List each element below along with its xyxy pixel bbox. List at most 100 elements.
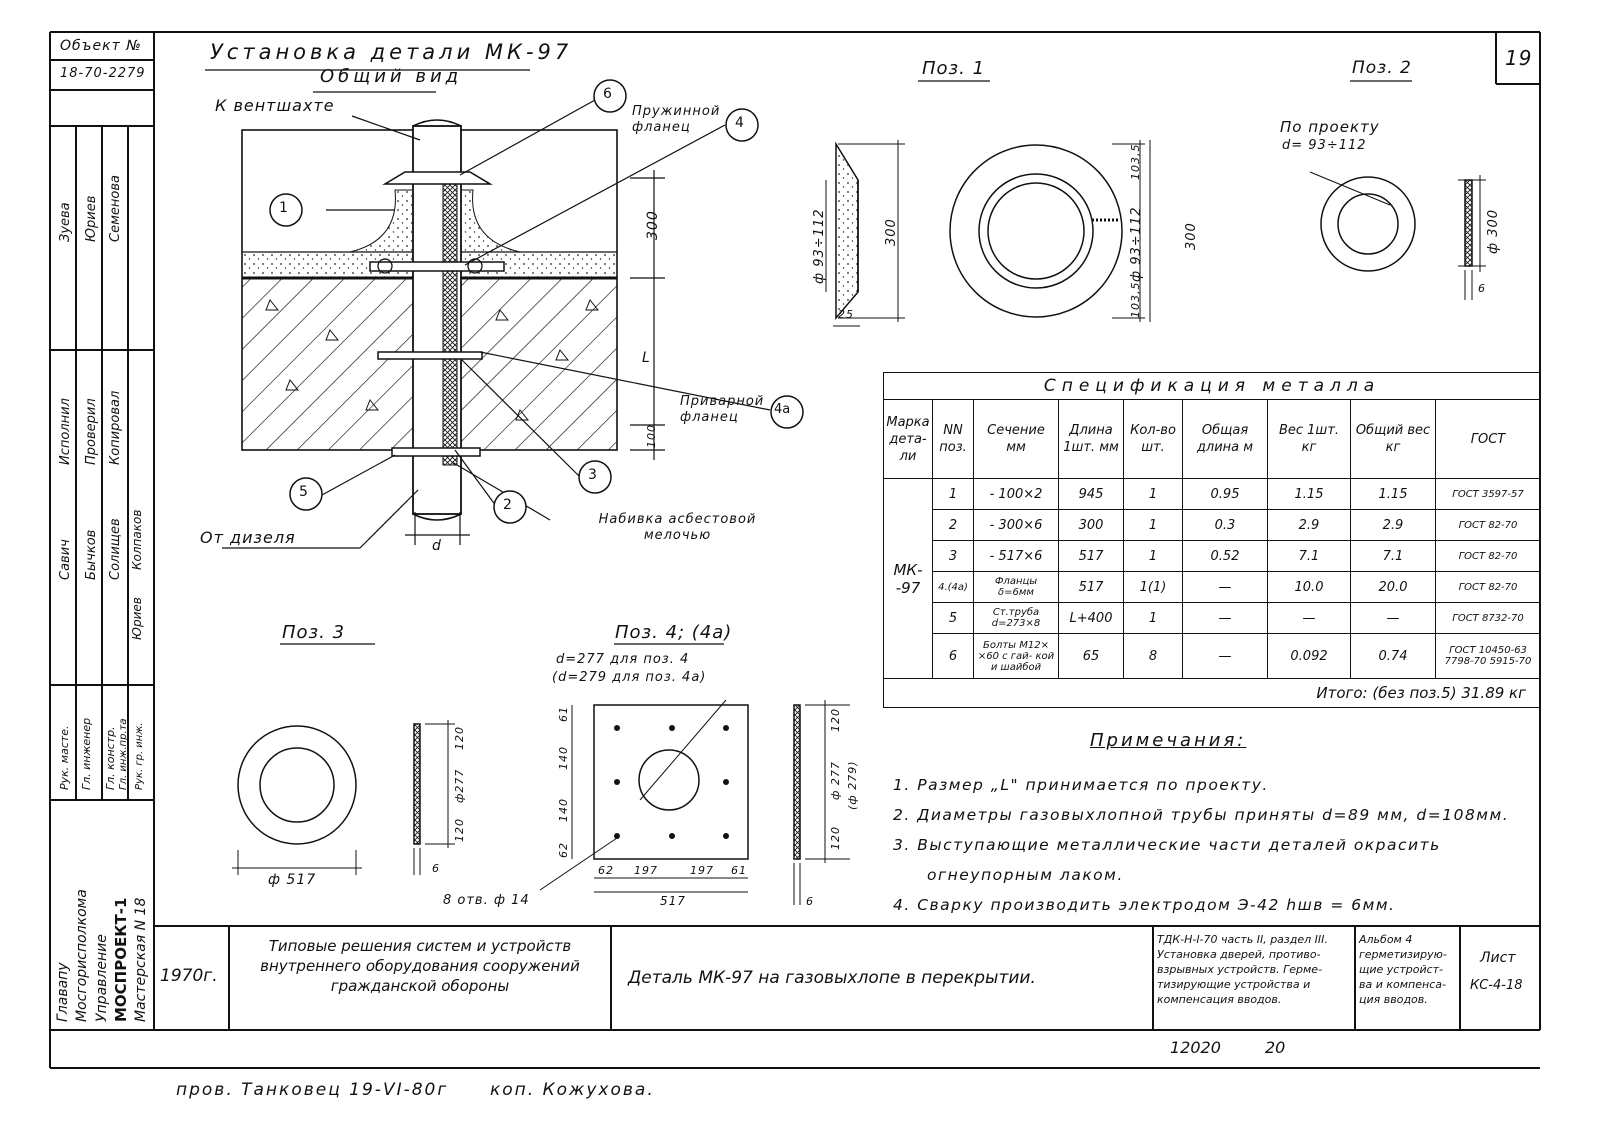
- stamp-name-yuriev-2: Юриев: [130, 597, 144, 640]
- spec-cell: 3: [932, 540, 974, 572]
- table-row: 3 - 517×6 517 1 0.52 7.1 7.1 ГОСТ 82-70: [884, 540, 1541, 572]
- specification-table: Спецификация металла Марка дета- ли NN п…: [883, 372, 1541, 708]
- spec-cell: - 300×6: [973, 509, 1059, 541]
- spec-total: Итого: (без поз.5) 31.89 кг: [883, 678, 1541, 708]
- drawing-subtitle: Общий вид: [320, 66, 463, 87]
- note-2: 2. Диаметры газовыхлопной трубы приняты …: [893, 806, 1510, 824]
- object-label: Объект №: [60, 38, 142, 54]
- pos2-note2: d= 93÷112: [1282, 138, 1367, 153]
- note-3: 3. Выступающие металлические части детал…: [893, 836, 1441, 854]
- stamp-name-solishchev: Солищев: [108, 518, 123, 580]
- spec-cell: 6: [932, 633, 974, 679]
- pos4-dim-left-140b: 140: [557, 798, 570, 822]
- pos4-dim-120-bottom: 120: [829, 826, 842, 850]
- stamp-name-zueva: Зуева: [58, 202, 73, 242]
- pos1-dim-d-range: ф 93÷112: [812, 208, 827, 285]
- spec-cell: ГОСТ 82-70: [1435, 540, 1541, 572]
- spec-cell: 1: [1123, 509, 1183, 541]
- pos4-dim-277: ф 277: [829, 761, 842, 800]
- sheet-number: 19: [1505, 46, 1533, 70]
- pos1-dim-103-5-top: 103,5: [1129, 143, 1142, 181]
- spec-cell: 1: [932, 478, 974, 510]
- tb-album: Альбом 4 герметизирую- щие устройст- ва …: [1359, 933, 1447, 1006]
- footer-copied: коп. Кожухова.: [490, 1080, 655, 1100]
- pos2-dim-6: 6: [1478, 282, 1486, 295]
- spec-cell: L+400: [1058, 602, 1124, 634]
- spec-cell: 1: [1123, 478, 1183, 510]
- spec-cell: 8: [1123, 633, 1183, 679]
- spec-cell: - 517×6: [973, 540, 1059, 572]
- spec-cell: Болты М12× ×60 с гай- кой и шайбой: [973, 633, 1059, 679]
- pos4-title: Поз. 4; (4а): [615, 622, 733, 643]
- pos4-note1: d=277 для поз. 4: [556, 652, 690, 667]
- pos1-title: Поз. 1: [922, 58, 986, 79]
- spec-cell: 1: [1123, 540, 1183, 572]
- note-3-cont: огнеупорным лаком.: [927, 866, 1124, 884]
- spec-cell: 1.15: [1350, 478, 1436, 510]
- spec-cell: 7.1: [1350, 540, 1436, 572]
- label-welded-flange: Приварной фланец: [680, 394, 765, 425]
- general-view-drawing: [222, 79, 804, 549]
- pos1-drawing: [825, 140, 1151, 327]
- stamp-role-4: Гл. инж.пр.та: [118, 718, 129, 790]
- pos4-dim-120-top: 120: [829, 708, 842, 732]
- pos4-holes: 8 отв. ф 14: [443, 893, 530, 908]
- pos4-dim-left-62: 62: [557, 842, 570, 858]
- frame: [49, 31, 1541, 1069]
- spec-header-section: Сечение мм: [973, 399, 1059, 479]
- stamp-name-yuriev: Юриев: [84, 195, 99, 242]
- spec-cell: 7.1: [1267, 540, 1351, 572]
- spec-cell: 2.9: [1267, 509, 1351, 541]
- pos1-dim-300: 300: [884, 218, 899, 246]
- spec-cell: 0.74: [1350, 633, 1436, 679]
- pos2-drawing: [1309, 171, 1486, 300]
- label-from-diesel: От дизеля: [200, 528, 296, 547]
- spec-cell: Фланцы δ=6мм: [973, 571, 1059, 603]
- spec-cell: 4.(4а): [932, 571, 974, 603]
- stamp-name-kolpakov: Колпаков: [130, 509, 144, 570]
- label-ventshaft: К вентшахте: [215, 96, 335, 115]
- table-row: 5 Ст.труба d=273×8 L+400 1 — — — ГОСТ 87…: [884, 602, 1541, 634]
- table-row: 2 - 300×6 300 1 0.3 2.9 2.9 ГОСТ 82-70: [884, 509, 1541, 541]
- stamp-name-bychkov: Бычков: [84, 529, 99, 580]
- spec-mark: МК- -97: [883, 478, 933, 679]
- spec-cell: - 100×2: [973, 478, 1059, 510]
- stamp-org-3: Управление: [94, 934, 110, 1022]
- pos4-dim-bottom-197a: 197: [634, 864, 658, 877]
- spec-cell: 0.95: [1182, 478, 1268, 510]
- stamp-role-executed: Исполнил: [58, 398, 73, 465]
- pos3-dim-120-top: 120: [453, 726, 466, 750]
- spec-header-mark: Марка дета- ли: [883, 399, 933, 479]
- spec-cell: 2.9: [1350, 509, 1436, 541]
- pos4-dim-279: (ф 279): [846, 760, 859, 810]
- spec-cell: —: [1182, 602, 1268, 634]
- pos4-note2: (d=279 для поз. 4а): [552, 670, 707, 685]
- spec-cell: 5: [932, 602, 974, 634]
- note-4: 4. Сварку производить электродом Э-42 hш…: [893, 896, 1396, 914]
- spec-cell: 1(1): [1123, 571, 1183, 603]
- pos1-dim-d-range-2: ф 93÷112: [1129, 206, 1144, 283]
- stamp-org-1: Главапу: [55, 962, 71, 1022]
- spec-cell: ГОСТ 10450-63 7798-70 5915-70: [1435, 633, 1541, 679]
- pos4-dim-left-140a: 140: [557, 746, 570, 770]
- dim-L: L: [642, 350, 651, 366]
- spec-cell: 65: [1058, 633, 1124, 679]
- pos3-dim-120-bottom: 120: [453, 818, 466, 842]
- spec-cell: Ст.труба d=273×8: [973, 602, 1059, 634]
- stamp-role-1: Рук. масте.: [58, 725, 71, 790]
- spec-cell: —: [1182, 571, 1268, 603]
- spec-cell: —: [1182, 633, 1268, 679]
- spec-cell: —: [1267, 602, 1351, 634]
- spec-cell: 10.0: [1267, 571, 1351, 603]
- callout-4: 4: [735, 115, 744, 131]
- table-row: 6 Болты М12× ×60 с гай- кой и шайбой 65 …: [884, 633, 1541, 679]
- dim-300: 300: [645, 210, 661, 240]
- spec-cell: —: [1350, 602, 1436, 634]
- callout-5: 5: [299, 484, 308, 500]
- stamp-org-5: Мастерская N 18: [133, 897, 149, 1022]
- pos2-note1: По проекту: [1280, 118, 1380, 136]
- spec-cell: 1.15: [1267, 478, 1351, 510]
- spec-cell: 945: [1058, 478, 1124, 510]
- spec-cell: 0.52: [1182, 540, 1268, 572]
- spec-cell: 517: [1058, 540, 1124, 572]
